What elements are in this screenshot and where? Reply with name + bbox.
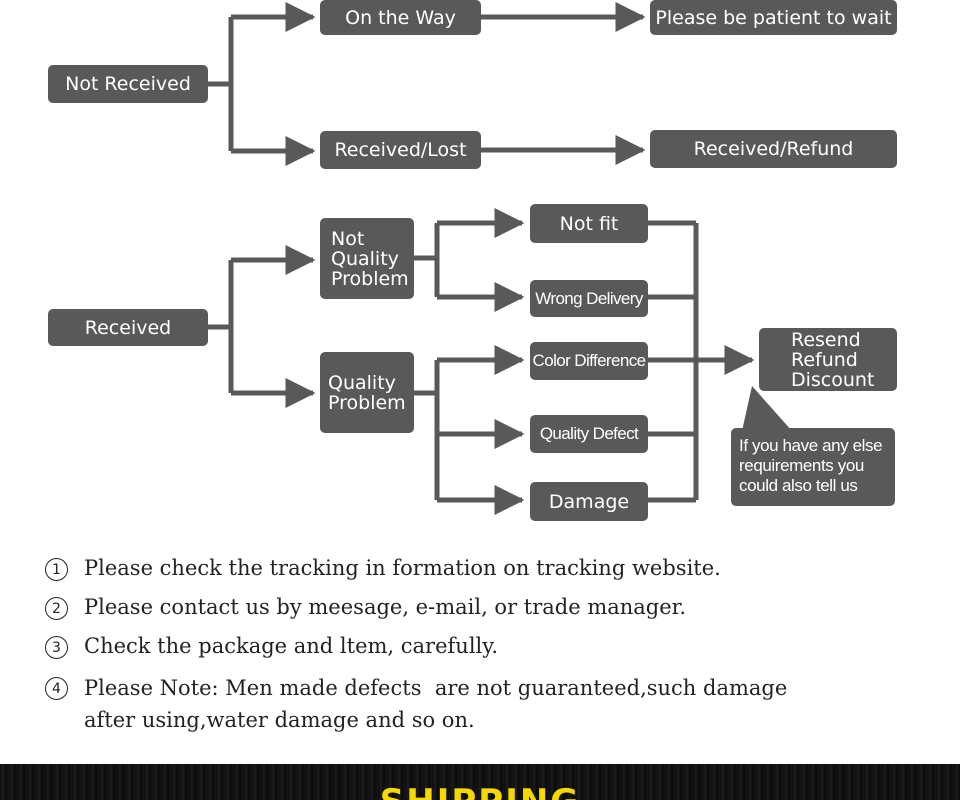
node-received-lost: Received/Lost (320, 131, 481, 169)
node-on-the-way: On the Way (320, 0, 481, 35)
list-item: 1 Please check the tracking in formation… (45, 556, 925, 595)
quality-line-2: Problem (328, 391, 406, 414)
flowchart-connectors (208, 2, 800, 515)
resolution-line-1: Resend (791, 328, 861, 351)
resolution-line-3: Discount (791, 368, 875, 391)
node-quality-problem: Quality Problem (320, 352, 414, 433)
list-item: 3 Check the package and ltem, carefully. (45, 634, 925, 673)
bubble-line-2: requirements you (739, 456, 864, 475)
connector-not-quality (414, 223, 440, 297)
node-not-fit: Not fit (530, 204, 648, 243)
instruction-list: 1 Please check the tracking in formation… (45, 556, 925, 745)
node-color-difference: Color Difference (530, 342, 648, 380)
banner-title: SHIPPING (0, 782, 960, 800)
not-quality-line-2: Quality (331, 247, 399, 270)
note-text-1: Please check the tracking in formation o… (84, 556, 721, 580)
bubble-line-3: could also tell us (739, 476, 858, 495)
connector-received (208, 260, 234, 393)
node-quality-defect: Quality Defect (530, 415, 648, 453)
not-quality-line-3: Problem (331, 267, 409, 290)
list-item: 4 Please Note: Men made defects are not … (45, 675, 925, 745)
node-damage: Damage (530, 482, 648, 521)
node-received: Received (48, 309, 208, 346)
node-received-refund: Received/Refund (650, 130, 897, 168)
not-quality-line-1: Not (331, 227, 365, 250)
circled-number-3: 3 (45, 636, 68, 659)
circled-number-2: 2 (45, 597, 68, 620)
node-wrong-delivery: Wrong Delivery (530, 280, 648, 317)
bubble-tail (740, 386, 800, 440)
quality-line-1: Quality (328, 371, 396, 394)
shipping-banner: SHIPPING (0, 764, 960, 800)
circled-number-1: 1 (45, 558, 68, 581)
resolution-line-2: Refund (791, 348, 858, 371)
connector-quality (414, 360, 440, 500)
note-text-4-line-1: Please Note: Men made defects are not gu… (84, 676, 788, 700)
note-text-4-line-2: after using,water damage and so on. (84, 708, 475, 732)
note-bubble: If you have any else requirements you co… (731, 428, 895, 506)
connector-not-received (208, 17, 234, 151)
note-text-4: Please Note: Men made defects are not gu… (84, 672, 787, 736)
node-be-patient: Please be patient to wait (650, 0, 897, 35)
bubble-line-1: If you have any else (739, 436, 883, 455)
circled-number-4: 4 (45, 677, 68, 700)
node-not-quality-problem: Not Quality Problem (320, 218, 414, 299)
connector-merge (648, 220, 699, 503)
note-text-3: Check the package and ltem, carefully. (84, 634, 499, 658)
list-item: 2 Please contact us by meesage, e-mail, … (45, 595, 925, 634)
node-not-received: Not Received (48, 65, 208, 103)
note-text-2: Please contact us by meesage, e-mail, or… (84, 595, 687, 619)
node-resolution: Resend Refund Discount (759, 328, 897, 391)
